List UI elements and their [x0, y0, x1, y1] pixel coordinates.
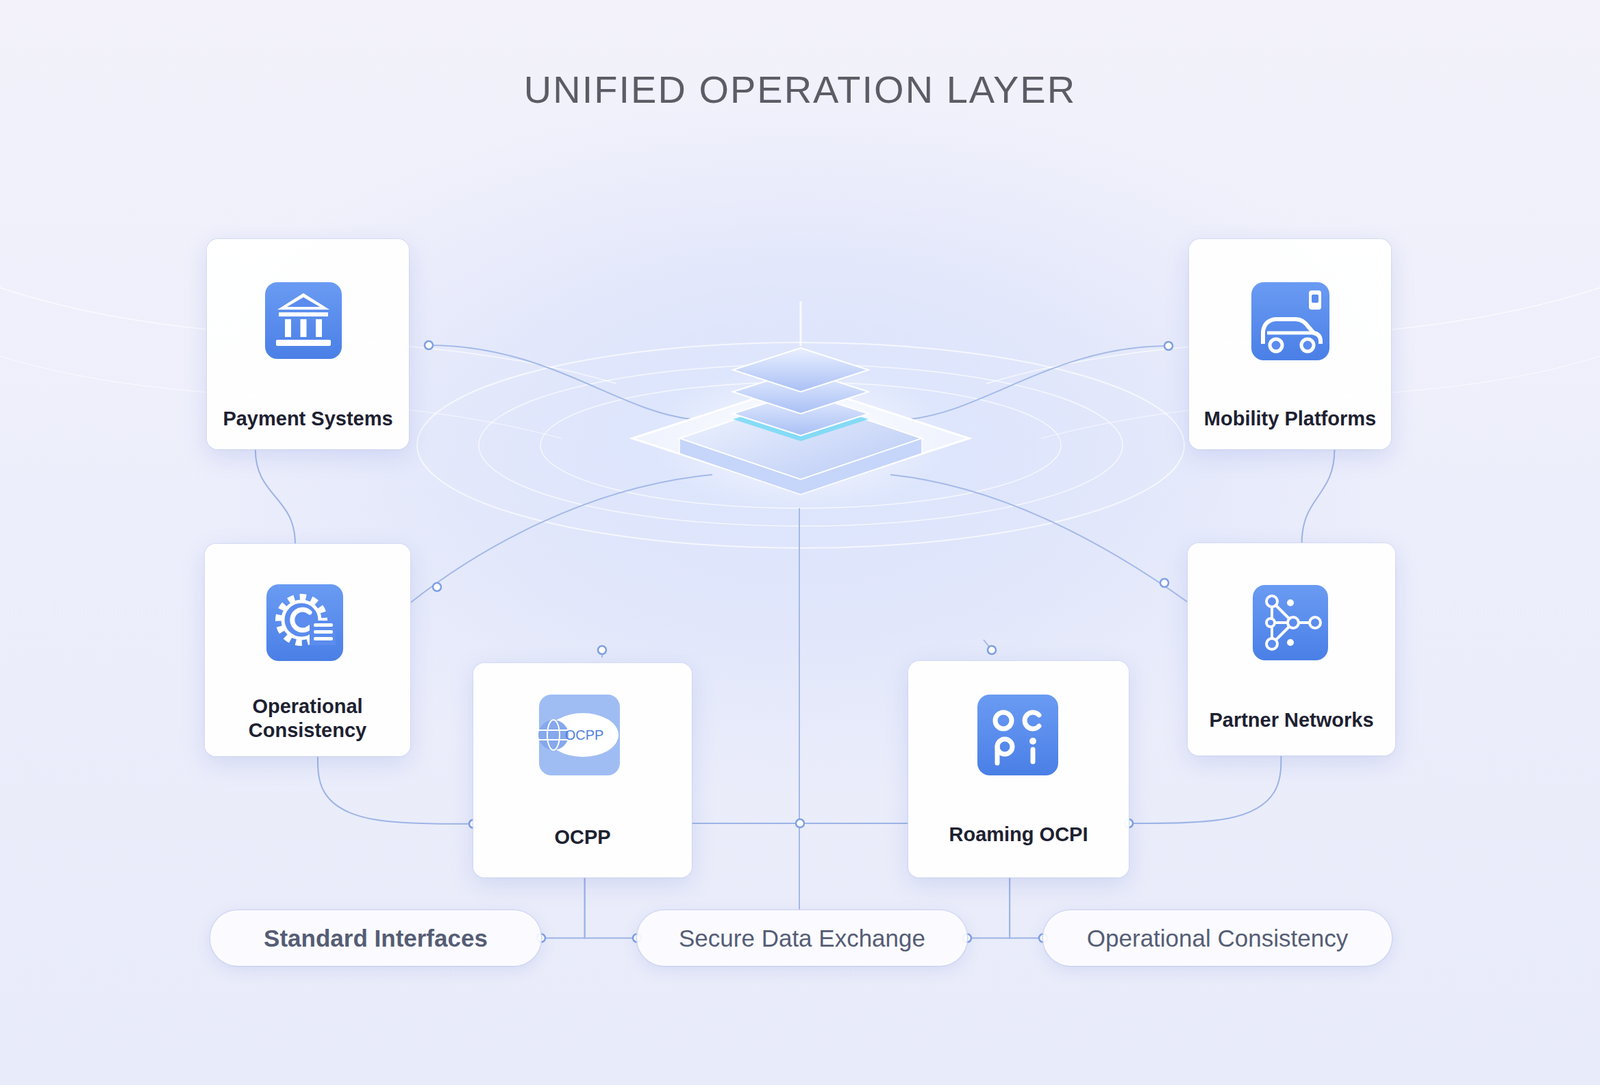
- connector-line: [584, 877, 637, 939]
- connector-line: [1009, 877, 1044, 939]
- component-box: Partner Networks: [1187, 543, 1396, 756]
- component-box: Mobility Platforms: [1189, 239, 1392, 450]
- component-box: Roaming OCPI: [908, 660, 1129, 878]
- connector-line: [255, 449, 296, 544]
- node-text: OCPP: [554, 825, 611, 850]
- connector-dot: [795, 819, 805, 828]
- connector-line: [1128, 755, 1281, 824]
- feature-pill: Secure Data Exchange: [636, 910, 968, 966]
- connector-line: [1302, 449, 1335, 544]
- node-text: Mobility Platforms: [1204, 406, 1377, 431]
- component-box: Payment Systems: [206, 239, 409, 450]
- ev-car-icon: [1251, 282, 1330, 361]
- node-text: Operational Consistency: [228, 694, 387, 744]
- connector-line: [541, 877, 585, 939]
- node-text: Standard Interfaces: [263, 924, 488, 953]
- node-text: Partner Networks: [1208, 708, 1374, 733]
- node-text: Roaming OCPI: [948, 822, 1088, 847]
- ocpp-logo-icon: [538, 694, 620, 776]
- bank-icon: [265, 282, 342, 359]
- component-box: OCPP: [473, 663, 692, 878]
- connector-line: [317, 756, 474, 824]
- component-box: Operational Consistency: [204, 543, 411, 757]
- feature-pill: Operational Consistency: [1043, 910, 1392, 966]
- feature-pill: Standard Interfaces: [210, 910, 542, 966]
- hub-line: [410, 345, 1188, 911]
- connector-line: [967, 877, 1010, 939]
- glow: [376, 232, 1226, 644]
- node-text: Operational Consistency: [1086, 924, 1348, 953]
- diagram-title: UNIFIED OPERATION LAYER: [0, 67, 1600, 112]
- layer-stack-icon: [632, 301, 970, 495]
- node-text: Secure Data Exchange: [678, 924, 926, 953]
- connector-dot: [424, 341, 1173, 655]
- node-text: Payment Systems: [222, 406, 393, 431]
- network-icon: [1252, 584, 1329, 661]
- ocpi-logo-icon: [977, 694, 1059, 776]
- glow: [184, 82, 1418, 795]
- gear-icon: [266, 584, 344, 661]
